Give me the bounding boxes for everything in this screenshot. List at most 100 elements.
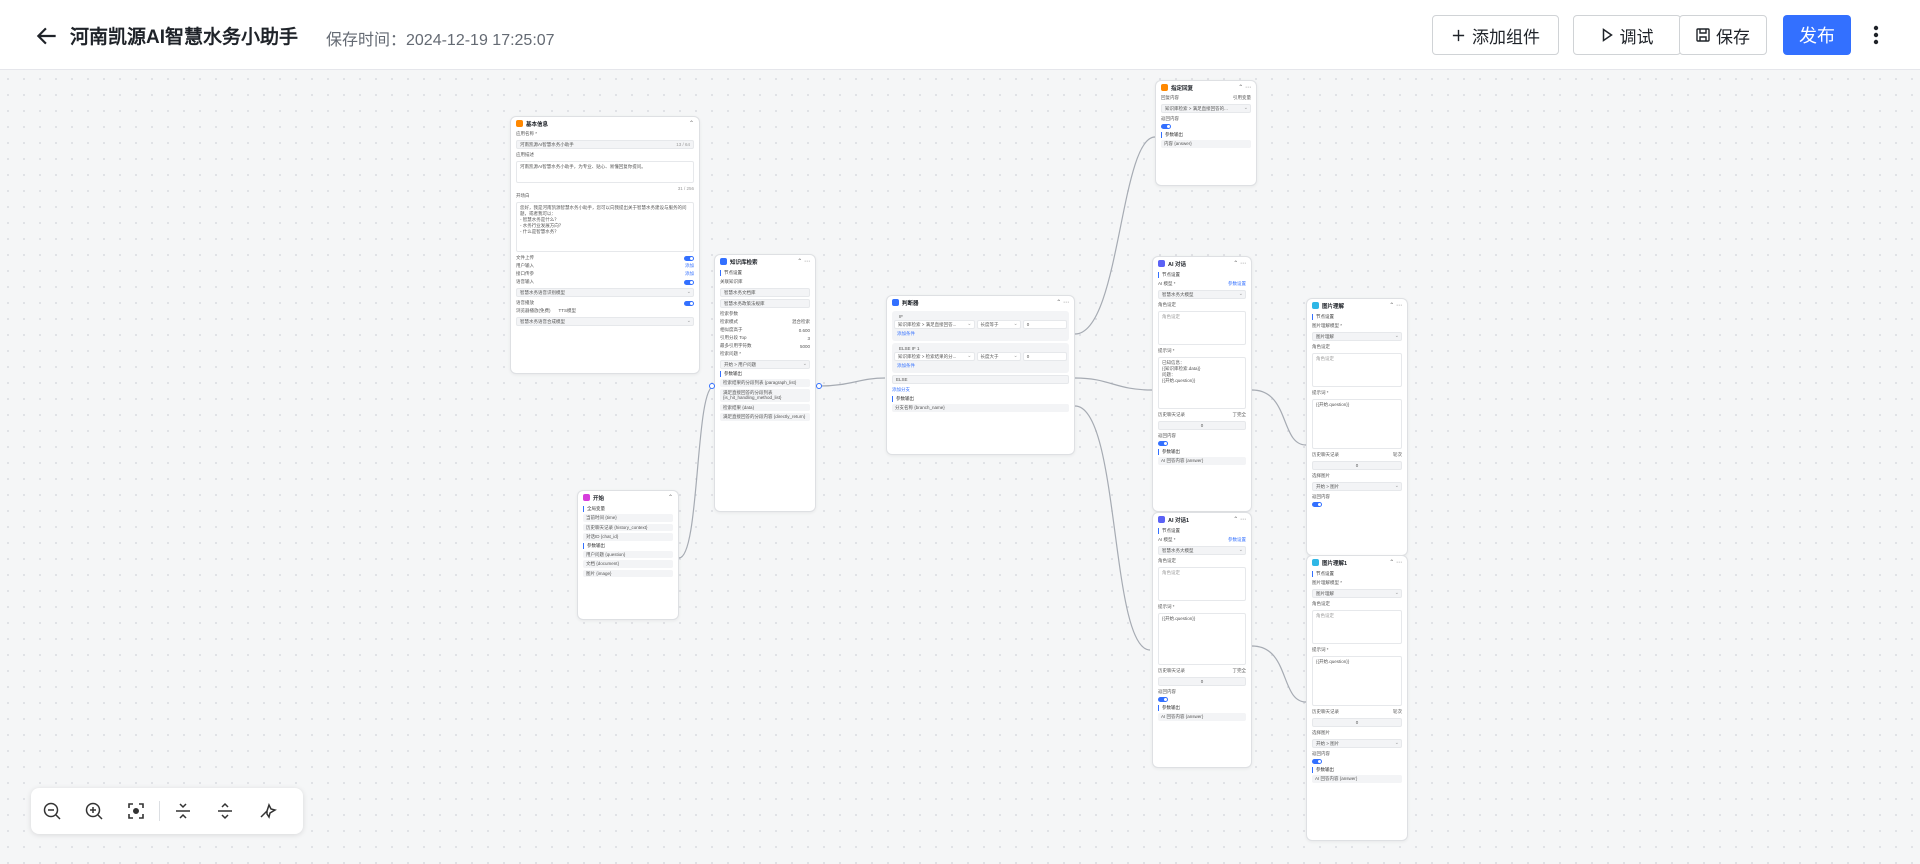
arrow-left-icon[interactable] <box>34 23 60 49</box>
history-mode[interactable]: 轮次 <box>1393 709 1402 714</box>
model-settings-link[interactable]: 参数设置 <box>1228 281 1246 286</box>
browser-play-option[interactable]: 浏览器播放(免费) <box>516 308 551 313</box>
desc-textarea[interactable]: 河南凯源AI智慧水务小助手，为专业、贴心、易懂回复你提问。 <box>516 161 694 183</box>
voice-input-select[interactable]: 智慧水务语音识别模型 <box>516 288 694 297</box>
if-field-select[interactable]: 知识库检索 > 满足直接回答... <box>894 320 975 329</box>
fit-view-button[interactable] <box>115 788 157 834</box>
model-select[interactable]: 图片理解 <box>1312 589 1402 598</box>
collapse-icon[interactable]: ⌃ ⋯ <box>1238 85 1251 91</box>
history-input[interactable]: 0 <box>1312 718 1402 727</box>
api-param-add-link[interactable]: 添加 <box>685 271 694 276</box>
node-kb-search[interactable]: 知识库检索 ⌃ ⋯ 节点设置 关联知识库 智慧水务文档库 智慧水务政策法规库 检… <box>714 254 816 512</box>
voice-play-select[interactable]: 智慧水务语音合成模型 <box>516 317 694 326</box>
kb-item[interactable]: 智慧水务文档库 <box>720 288 810 297</box>
kb-output-port[interactable] <box>816 383 822 389</box>
expand-all-button[interactable] <box>204 788 246 834</box>
history-mode[interactable]: 丁完全 <box>1232 668 1247 673</box>
return-toggle[interactable] <box>1158 697 1168 702</box>
content-type-select[interactable]: 引用变量 <box>1233 95 1251 100</box>
history-mode[interactable]: 轮次 <box>1393 452 1402 457</box>
vertical-dots-icon[interactable] <box>1866 22 1886 48</box>
add-condition-link[interactable]: 添加条件 <box>897 331 915 336</box>
if-value-input[interactable]: 0 <box>1022 320 1067 329</box>
return-row: 返回内容 <box>1307 493 1407 501</box>
add-condition-link[interactable]: 添加条件 <box>897 363 915 368</box>
node-header: 基本信息 ⌃ <box>511 117 699 130</box>
history-input[interactable]: 0 <box>1158 677 1246 686</box>
return-toggle[interactable] <box>1158 441 1168 446</box>
collapse-icon[interactable]: ⌃ ⋯ <box>1389 303 1402 309</box>
prompt-textarea[interactable]: {{开始.question}} <box>1158 613 1246 665</box>
model-settings-link[interactable]: 参数设置 <box>1228 537 1246 542</box>
prompt-textarea[interactable]: 已知信息： {{知识库检索.data}} 问题： {{开始.question}} <box>1158 357 1246 409</box>
app-name-count: 13 / 64 <box>676 142 690 147</box>
collapse-all-button[interactable] <box>162 788 204 834</box>
collapse-icon[interactable]: ⌃ ⋯ <box>1233 261 1246 267</box>
role-textarea[interactable]: 角色设定 <box>1158 567 1246 601</box>
file-upload-toggle[interactable] <box>684 255 694 261</box>
collapse-icon[interactable]: ⌃ ⋯ <box>797 259 810 265</box>
node-start[interactable]: 开始 ⌃ 全局变量 当前时间 {time} 历史聊天记录 {history_co… <box>577 490 679 620</box>
prompt-textarea[interactable]: {{开始.question}} <box>1312 656 1402 706</box>
workflow-canvas[interactable] <box>0 71 1920 864</box>
zoom-out-button[interactable] <box>31 788 73 834</box>
voice-play-toggle[interactable] <box>684 300 694 306</box>
collapse-icon[interactable]: ⌃ <box>667 495 673 501</box>
history-input[interactable]: 0 <box>1158 421 1246 430</box>
elseif-op-select[interactable]: 长度大于 <box>976 352 1021 361</box>
elseif-value-input[interactable]: 0 <box>1022 352 1067 361</box>
role-textarea[interactable]: 角色设定 <box>1312 353 1402 387</box>
model-select[interactable]: 智慧水务大模型 <box>1158 290 1246 299</box>
image-select[interactable]: 开始 > 图片 <box>1312 739 1402 748</box>
elseif-field-select[interactable]: 知识库检索 > 检索结果的分... <box>894 352 975 361</box>
publish-button[interactable]: 发布 <box>1783 15 1851 55</box>
collapse-icon[interactable]: ⌃ ⋯ <box>1389 560 1402 566</box>
return-toggle[interactable] <box>1312 502 1322 507</box>
image-select[interactable]: 开始 > 图片 <box>1312 482 1402 491</box>
image-label: 选择图片 <box>1312 730 1330 735</box>
node-ai-chat-1[interactable]: AI 对话1 ⌃ ⋯ 节点设置 AI 模型 *参数设置 智慧水务大模型 角色设定… <box>1152 512 1252 768</box>
debug-button[interactable]: 调试 <box>1573 15 1681 55</box>
kb-item[interactable]: 智慧水务政策法规库 <box>720 299 810 308</box>
node-title: 开始 <box>593 495 605 502</box>
model-label: 图片理解模型 * <box>1312 323 1343 328</box>
user-input-add-link[interactable]: 添加 <box>685 263 694 268</box>
content-select[interactable]: 知识库检索 > 满足直接回答的... <box>1161 104 1251 113</box>
history-input[interactable]: 0 <box>1312 461 1402 470</box>
tts-option[interactable]: TTS模型 <box>558 308 577 313</box>
model-select[interactable]: 图片理解 <box>1312 332 1402 341</box>
collapse-icon[interactable]: ⌃ ⋯ <box>1233 517 1246 523</box>
node-image-understand-1[interactable]: 图片理解1 ⌃ ⋯ 节点设置 图片理解模型 * 图片理解 角色设定 角色设定 提… <box>1306 555 1408 841</box>
history-mode[interactable]: 丁完全 <box>1232 412 1247 417</box>
return-toggle[interactable] <box>1161 124 1171 129</box>
opening-textarea[interactable]: 您好，我是河南凯源智慧水务小助手，您可以向我提出关于智慧水务建设与服务的问题，或… <box>516 202 694 252</box>
param-key: 最多引用字符数 <box>720 343 752 348</box>
role-textarea[interactable]: 角色设定 <box>1312 610 1402 644</box>
kb-input-port[interactable] <box>709 383 715 389</box>
model-row: AI 模型 *参数设置 <box>1153 280 1251 288</box>
save-button[interactable]: 保存 <box>1679 15 1767 55</box>
return-label: 返回内容 <box>1158 433 1176 438</box>
voice-input-toggle[interactable] <box>684 279 694 285</box>
add-component-button[interactable]: 添加组件 <box>1432 15 1559 55</box>
zoom-in-button[interactable] <box>73 788 115 834</box>
prompt-textarea[interactable]: {{开始.question}} <box>1312 399 1402 449</box>
save-time: 保存时间：2024-12-19 17:25:07 <box>326 32 555 49</box>
return-toggle[interactable] <box>1312 759 1322 764</box>
node-condition[interactable]: 判断器 ⌃ ⋯ IF 知识库检索 > 满足直接回答... 长度等于 0 添加条件… <box>886 295 1075 455</box>
node-image-understand[interactable]: 图片理解 ⌃ ⋯ 节点设置 图片理解模型 * 图片理解 角色设定 角色设定 提示… <box>1306 298 1408 556</box>
node-ai-chat[interactable]: AI 对话 ⌃ ⋯ 节点设置 AI 模型 *参数设置 智慧水务大模型 角色设定 … <box>1152 256 1252 512</box>
auto-layout-button[interactable] <box>246 788 288 834</box>
if-op-select[interactable]: 长度等于 <box>976 320 1021 329</box>
role-textarea[interactable]: 角色设定 <box>1158 311 1246 345</box>
collapse-icon[interactable]: ⌃ <box>688 121 694 127</box>
return-label: 返回内容 <box>1312 494 1330 499</box>
add-branch-link[interactable]: 添加分支 <box>892 387 910 392</box>
question-select[interactable]: 开始 > 用户问题 <box>720 360 810 369</box>
collapse-icon[interactable]: ⌃ ⋯ <box>1056 300 1069 306</box>
node-settings-label: 节点设置 <box>1158 528 1246 534</box>
model-select[interactable]: 智慧水务大模型 <box>1158 546 1246 555</box>
